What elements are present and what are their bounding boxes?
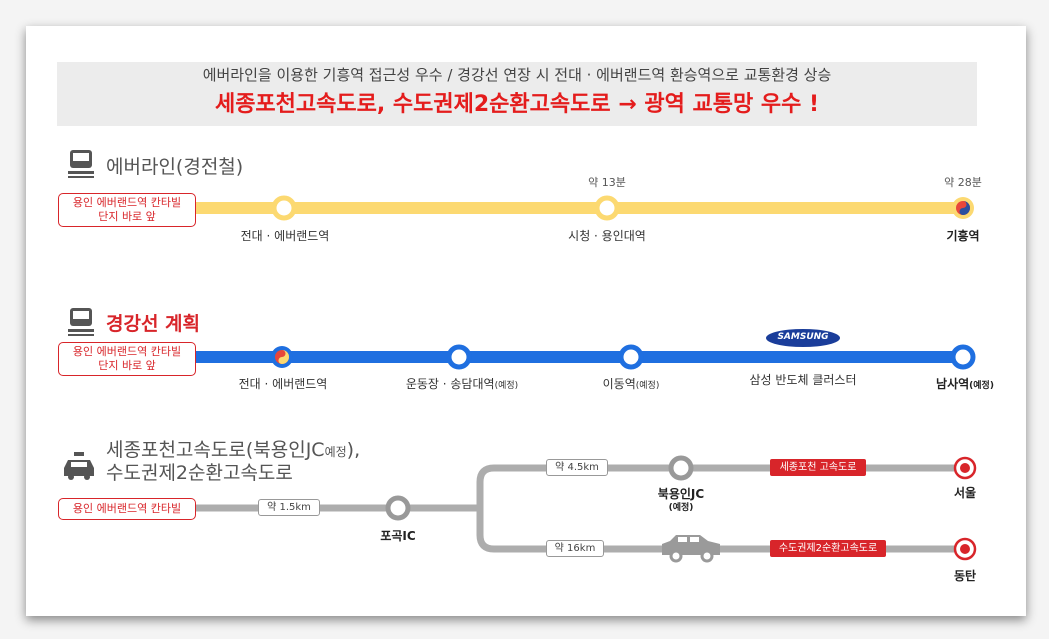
road-tag: 수도권제2순환고속도로 xyxy=(770,540,886,557)
station-name: 이동역 xyxy=(602,377,636,391)
station-label: 전대 · 에버랜드역 xyxy=(238,377,328,391)
destination-marker-dongtan xyxy=(953,537,977,561)
station-marker-namsa xyxy=(950,344,976,370)
train-icon xyxy=(68,308,94,336)
station-note: (예정) xyxy=(969,381,994,391)
everline-callout: 용인 에버랜드역 칸타빌 단지 바로 앞 xyxy=(58,193,196,227)
distance-tag: 약 16km xyxy=(546,540,604,557)
distance-tag: 약 1.5km xyxy=(258,499,320,516)
station-name: 남사역 xyxy=(936,377,970,391)
ic-marker-pogok xyxy=(385,495,411,521)
destination-label: 동탄 xyxy=(953,569,977,583)
station-marker-jeondae xyxy=(271,195,297,221)
callout-line: 단지 바로 앞 xyxy=(98,210,156,223)
train-icon xyxy=(68,150,94,178)
highway-title-line2: 수도권제2순환고속도로 xyxy=(106,462,293,484)
road-tag: 세종포천 고속도로 xyxy=(770,459,866,476)
station-marker-idong xyxy=(618,344,644,370)
callout-line: 단지 바로 앞 xyxy=(98,359,156,372)
highway-start-callout: 용인 에버랜드역 칸타빌 xyxy=(58,498,196,520)
distance-tag: 약 4.5km xyxy=(546,459,608,476)
station-marker-undongjang xyxy=(446,344,472,370)
car-icon xyxy=(662,535,720,563)
station-label: 이동역(예정) xyxy=(591,378,671,391)
station-note: (예정) xyxy=(494,381,519,391)
travel-time: 약 28분 xyxy=(944,176,982,189)
station-label: 삼성 반도체 클러스터 xyxy=(749,373,857,387)
travel-time: 약 13분 xyxy=(588,176,626,189)
station-label: 전대 · 에버랜드역 xyxy=(240,229,330,243)
station-label: 기흥역 xyxy=(946,229,980,243)
callout-line: 용인 에버랜드역 칸타빌 xyxy=(72,345,182,358)
title-note: 예정 xyxy=(324,445,347,459)
gyeonggang-track xyxy=(196,351,966,363)
transfer-marker-giheung xyxy=(952,197,974,219)
gyeonggang-callout: 용인 에버랜드역 칸타빌 단지 바로 앞 xyxy=(58,342,196,376)
banner-headline: 세종포천고속도로, 수도권제2순환고속도로 → 광역 교통망 우수 ! xyxy=(214,92,820,117)
station-marker-sicheong xyxy=(594,195,620,221)
jc-note: (예정) xyxy=(668,503,694,513)
highway-network xyxy=(196,464,966,553)
headline-banner xyxy=(57,62,977,126)
ic-label: 포곡IC xyxy=(380,529,416,543)
gyeonggang-title: 경강선 계획 xyxy=(106,313,201,335)
jc-marker-bukyongin xyxy=(668,455,694,481)
highway-title-line1: 세종포천고속도로(북용인JC예정), xyxy=(106,441,360,460)
title-text: 세종포천고속도로(북용인JC xyxy=(106,439,325,461)
station-note: (예정) xyxy=(635,381,660,391)
taxi-icon xyxy=(64,452,94,480)
title-end: ), xyxy=(346,439,361,461)
samsung-logo-text: SAMSUNG xyxy=(777,332,829,342)
jc-label: 북용인JC xyxy=(657,487,705,501)
station-label: 운동장 · 송담대역(예정) xyxy=(392,378,532,391)
destination-marker-seoul xyxy=(953,456,977,480)
samsung-logo xyxy=(766,329,840,347)
everline-title: 에버라인(경전철) xyxy=(106,156,244,178)
banner-subtitle: 에버라인을 이용한 기흥역 접근성 우수 / 경강선 연장 시 전대 · 에버랜… xyxy=(202,66,832,84)
station-name: 운동장 · 송담대역 xyxy=(405,377,495,391)
everline-track xyxy=(196,202,966,214)
station-label: 시청 · 용인대역 xyxy=(568,229,646,243)
transfer-marker-jeondae xyxy=(271,346,293,368)
callout-line: 용인 에버랜드역 칸타빌 xyxy=(72,196,182,209)
station-label: 남사역(예정) xyxy=(924,378,1006,391)
destination-label: 서울 xyxy=(953,486,977,500)
